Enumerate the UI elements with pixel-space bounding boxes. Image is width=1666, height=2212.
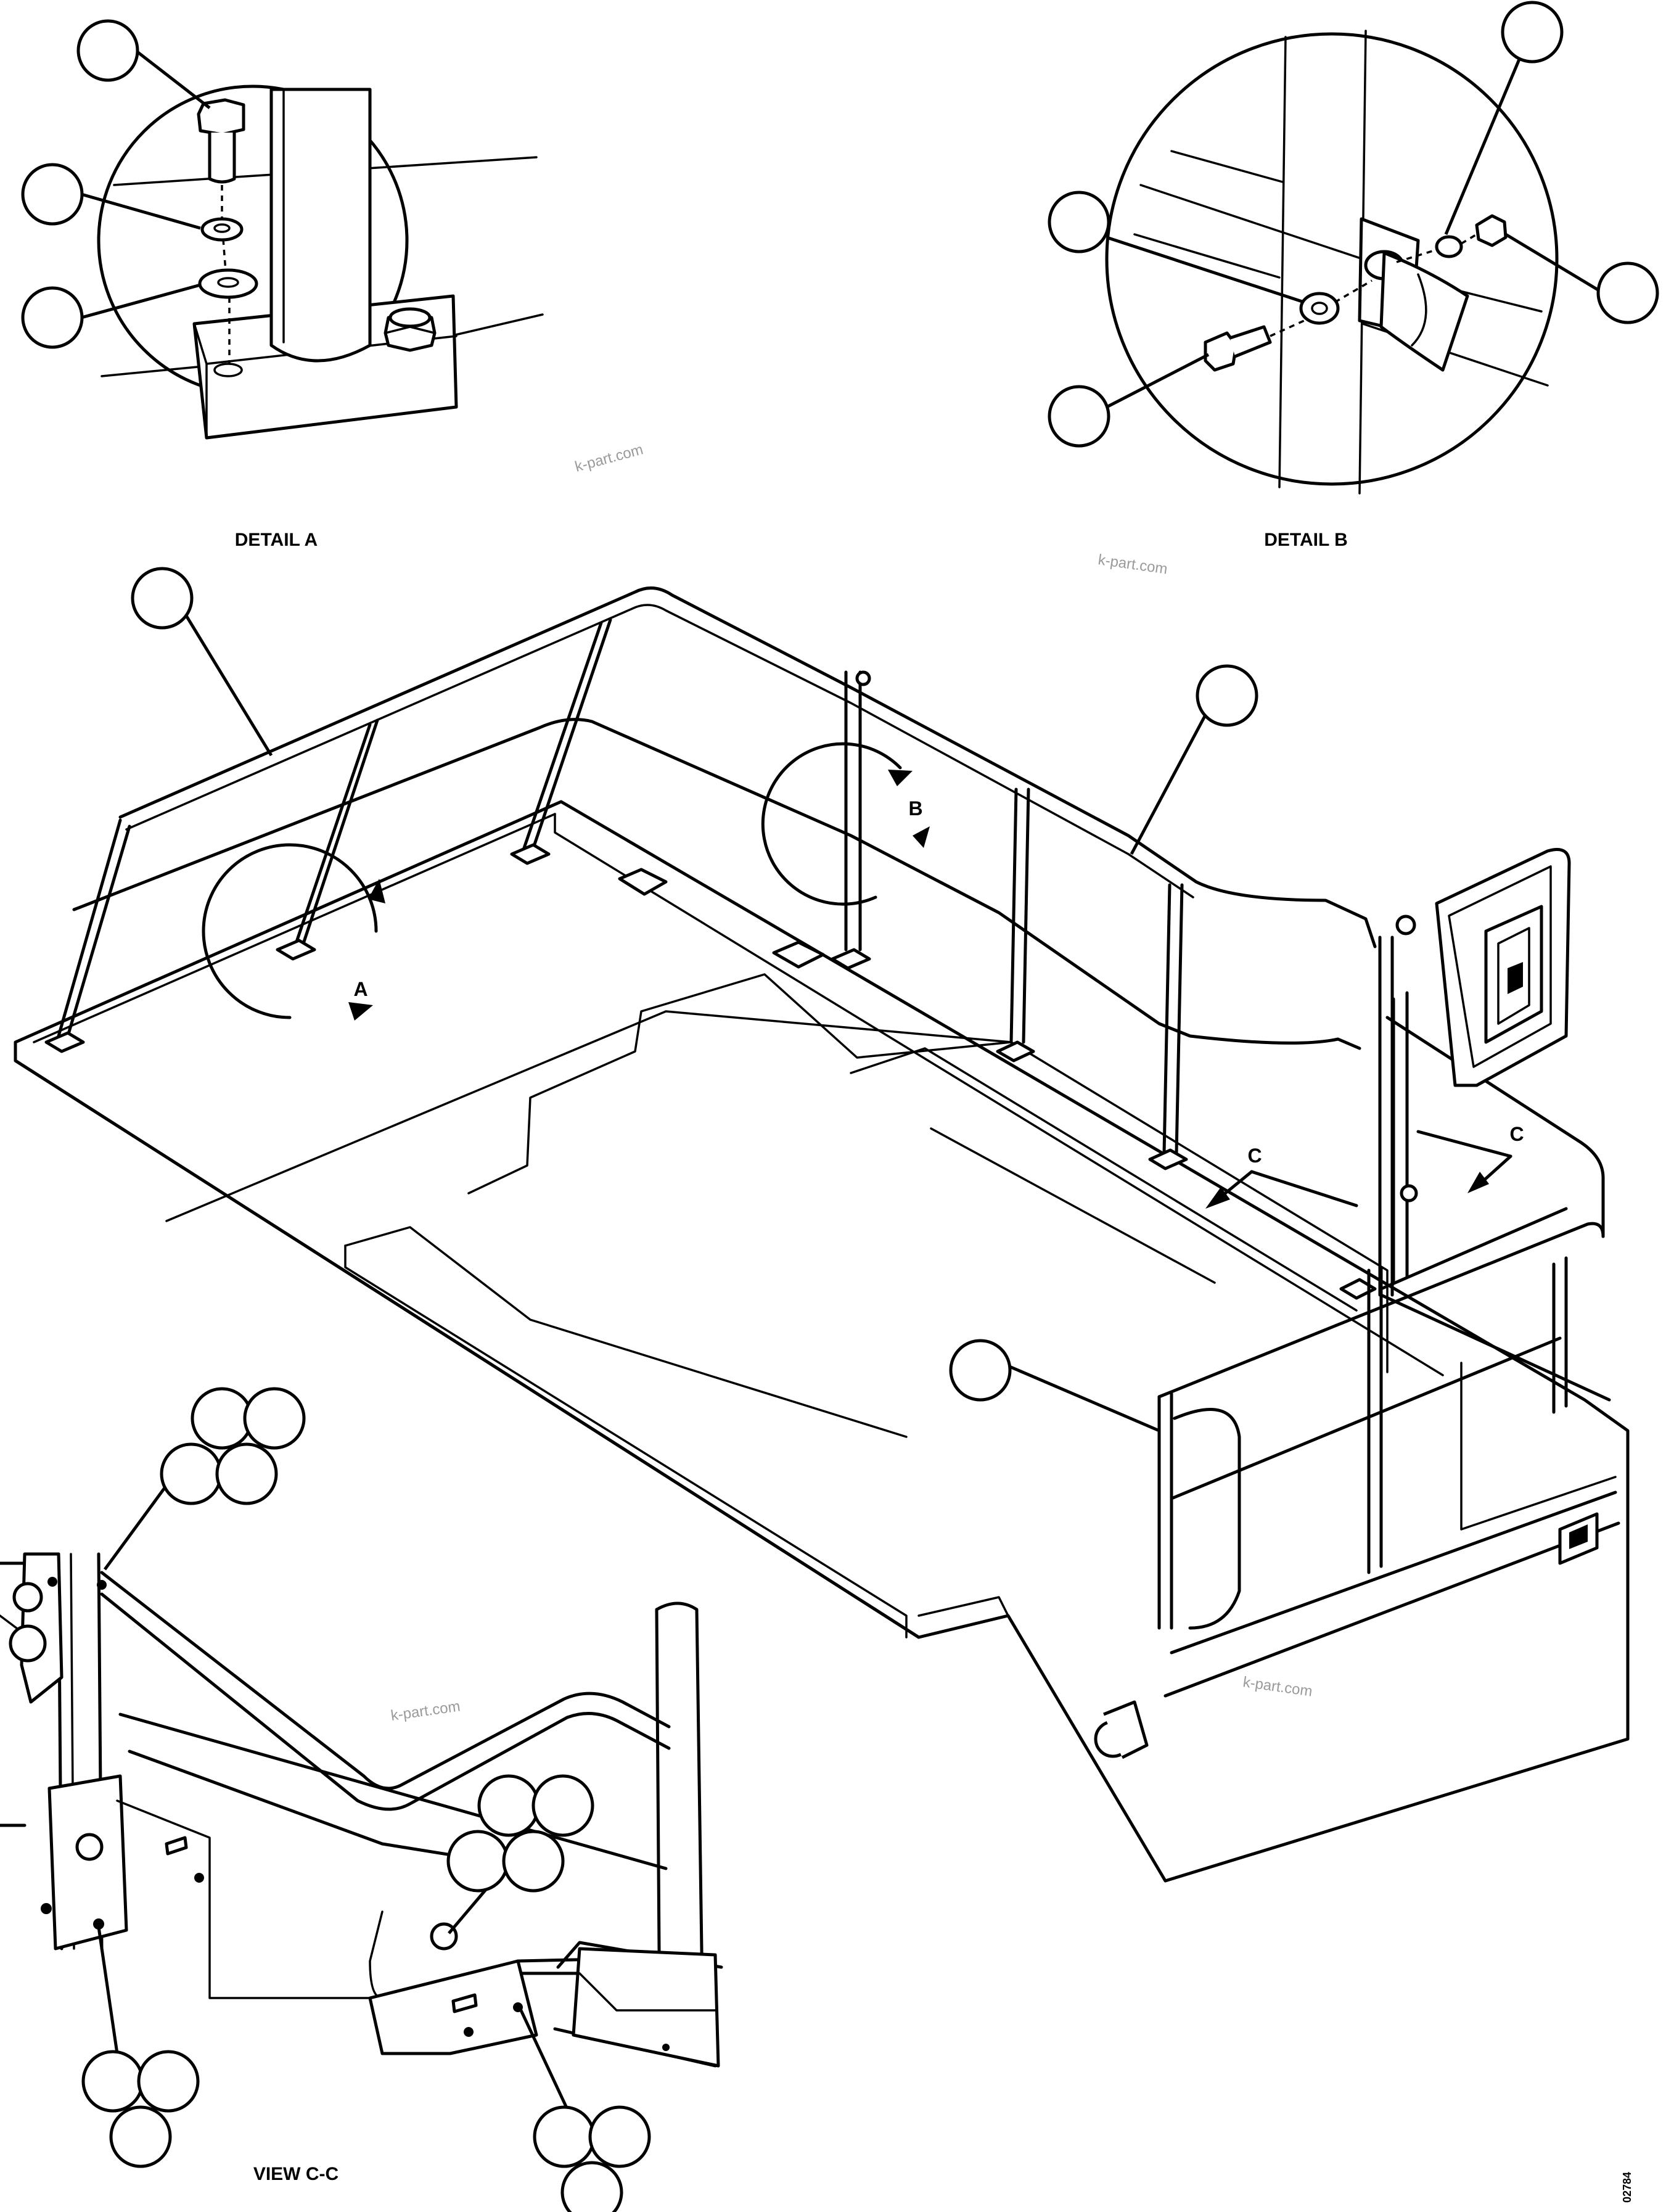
mount-pad xyxy=(1148,1148,1188,1170)
view-cc-label: VIEW C-C xyxy=(253,2164,339,2184)
floor-opening xyxy=(467,973,1389,1373)
callout-bubble xyxy=(477,1774,540,1837)
watermark: k-part.com xyxy=(573,441,645,475)
lock-washer xyxy=(200,217,244,242)
callout-bubble xyxy=(560,2161,623,2212)
callout-bubble xyxy=(137,2050,200,2113)
rail-post xyxy=(1278,36,1287,488)
rail-post xyxy=(294,718,379,945)
callout-bubble xyxy=(76,19,139,82)
watermark: k-part.com xyxy=(1242,1674,1313,1700)
detail-a-view: DETAIL A k-part.com xyxy=(21,19,645,550)
callout-bubble xyxy=(1048,191,1110,253)
guard-rail-handle xyxy=(1173,1408,1241,1630)
hex-bolt xyxy=(197,98,245,136)
flat-washer xyxy=(1299,292,1340,325)
callout-bubble xyxy=(160,1442,223,1505)
rail-post xyxy=(269,88,372,363)
rail-post xyxy=(57,818,131,1038)
callout-bubble xyxy=(131,567,194,630)
callout-bubble xyxy=(21,163,84,226)
callout-bubble xyxy=(502,1830,565,1893)
rail-post xyxy=(1378,935,1394,1297)
hex-bolt xyxy=(1204,331,1238,372)
callout-bubble xyxy=(109,2105,172,2168)
detail-a-label: DETAIL A xyxy=(235,530,318,550)
flat-washer xyxy=(198,268,258,299)
callout-bubble xyxy=(243,1387,306,1450)
callout-bubble xyxy=(588,2105,651,2168)
detail-b-label: DETAIL B xyxy=(1264,530,1348,550)
guard-rail-top xyxy=(118,586,1377,948)
watermark: k-part.com xyxy=(390,1698,461,1724)
step-bracket xyxy=(572,1947,720,2068)
callout-bubble xyxy=(215,1442,278,1505)
floor-plate xyxy=(618,868,668,896)
mount-pad xyxy=(276,939,316,961)
mount-pad xyxy=(831,948,871,970)
mount-pad xyxy=(996,1040,1035,1063)
mount-pad xyxy=(510,843,551,865)
main-platform-view: A B C C k-part.com xyxy=(14,567,1630,1883)
rail-post xyxy=(1009,787,1030,1044)
detail-b-marker xyxy=(761,742,902,906)
detail-a-marker xyxy=(202,843,378,1019)
marker-label-a: A xyxy=(353,978,367,1000)
rail-post xyxy=(655,1601,705,2037)
callout-bubble xyxy=(446,1830,509,1893)
callout-bubble xyxy=(191,1387,253,1450)
callout-bubble xyxy=(533,2105,596,2168)
marker-label-c: C xyxy=(1247,1145,1262,1167)
callout-bubble xyxy=(1501,1,1564,64)
view-cc: VIEW C-C k-part.com xyxy=(0,1387,723,2212)
drawing-number: 02784 xyxy=(1621,2172,1633,2203)
marker-label-c: C xyxy=(1509,1123,1524,1145)
hex-nut xyxy=(1475,214,1508,247)
mount-pad xyxy=(1339,1278,1377,1300)
rail-post xyxy=(1162,883,1184,1155)
callout-bubble xyxy=(1596,261,1659,324)
callout-bubble xyxy=(21,286,84,349)
guard-rail xyxy=(100,1571,671,1790)
detail-b-circle xyxy=(1105,32,1559,486)
callout-bubble xyxy=(1196,664,1258,727)
floor-plate xyxy=(772,940,825,969)
watermark: k-part.com xyxy=(1097,551,1168,578)
detail-b-view: DETAIL B k-part.com xyxy=(1048,1,1659,578)
guard-rail-mid xyxy=(72,718,1361,1050)
callout-bubble xyxy=(531,1774,594,1837)
lock-washer xyxy=(1435,235,1463,258)
rail-post xyxy=(844,670,862,952)
rail-post xyxy=(522,618,612,850)
callout-bubble xyxy=(949,1339,1012,1402)
mount-pad xyxy=(44,1031,85,1053)
callout-bubble xyxy=(1048,385,1110,448)
callout-bubble xyxy=(81,2050,144,2113)
marker-label-b: B xyxy=(908,797,922,820)
